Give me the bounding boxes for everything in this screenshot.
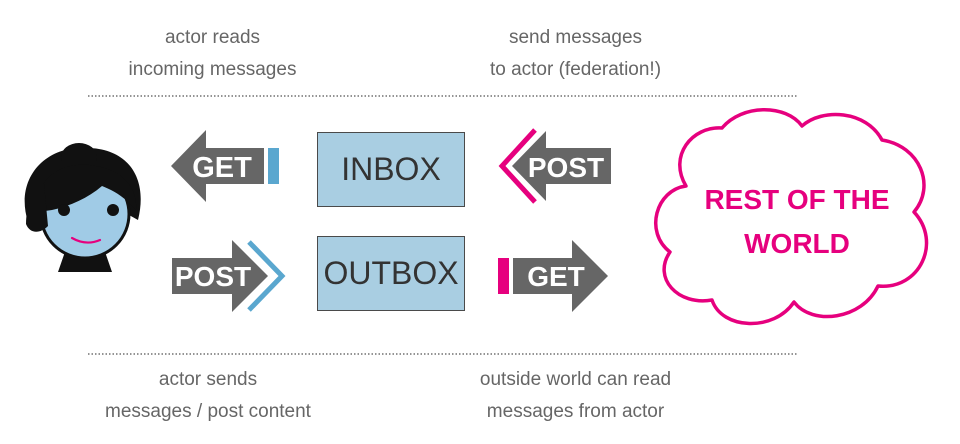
outbox-post-label: POST [175, 261, 251, 292]
outbox-get-label: GET [527, 261, 585, 292]
inbox-post-arrow: POST [498, 128, 611, 204]
actor-eye-right [107, 204, 119, 216]
caption-outside-world: outside world can read messages from act… [479, 369, 672, 422]
outbox-box: OUTBOX [317, 236, 465, 311]
inbox-get-arrow-shape [171, 130, 264, 202]
cloud-label: REST OF THE WORLD [704, 184, 890, 259]
actor-hair-bun [61, 143, 97, 171]
caption-actor-reads: actor reads incoming messages [128, 27, 297, 80]
outbox-post-blue-chevron [247, 240, 286, 312]
inbox-post-arrow-shape [512, 131, 611, 201]
inbox-post-pink-chevron [498, 128, 537, 204]
actor-hair-bangs [37, 164, 137, 212]
inbox-get-arrow: GET [171, 130, 279, 202]
outbox-post-arrow-shape [172, 240, 268, 312]
inbox-post-label: POST [528, 152, 604, 183]
outbox-label: OUTBOX [323, 255, 459, 291]
inbox-get-label: GET [192, 152, 252, 184]
caption-actor-sends: actor sends messages / post content [105, 369, 311, 422]
inbox-label: INBOX [341, 151, 441, 187]
rest-of-world-cloud [654, 108, 929, 326]
outbox-get-arrow-shape [513, 240, 608, 312]
caption-send-messages: send messages to actor (federation!) [489, 27, 662, 80]
outbox-post-arrow: POST [172, 240, 286, 312]
inbox-get-blue-bar [268, 148, 279, 184]
inbox-box: INBOX [317, 132, 465, 207]
actor-eye-left [58, 204, 70, 216]
actor-avatar-icon [24, 143, 141, 272]
actor-hair-side [26, 184, 48, 232]
outbox-get-arrow: GET [498, 240, 608, 312]
outbox-get-pink-bar [498, 258, 509, 294]
actor-smile [70, 236, 102, 244]
